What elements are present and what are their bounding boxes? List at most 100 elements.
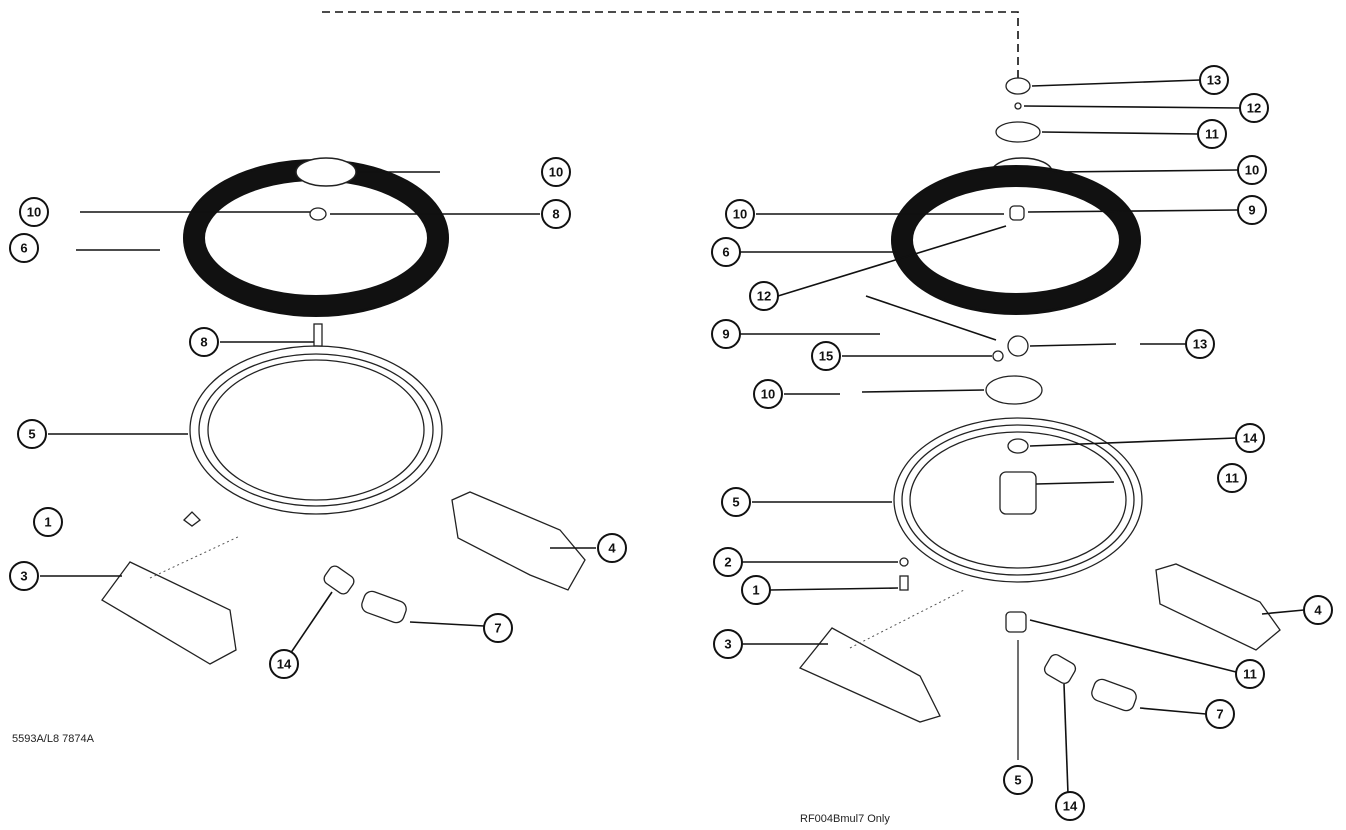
callout-left-14: 14 [269,649,299,679]
callout-left-8b: 8 [189,327,219,357]
lead-right-10d [861,389,985,393]
right-roller-ring-inner [909,431,1127,569]
svg-text:1: 1 [44,515,51,530]
right-motor-14 [1043,654,1077,684]
callout-right-9b: 9 [711,319,741,349]
right-dark-ring [891,165,1141,315]
callout-right-4: 4 [1303,595,1333,625]
svg-text:10: 10 [1245,163,1259,178]
right-coupling-11 [1005,611,1027,633]
svg-text:5: 5 [28,427,35,442]
callout-left-3: 3 [9,561,39,591]
left-bracket-4 [451,491,586,591]
right-bracket-3 [798,627,941,723]
callout-right-11: 11 [1197,119,1227,149]
svg-text:9: 9 [722,327,729,342]
right-pin-1 [899,575,909,591]
callout-left-8: 8 [541,199,571,229]
callout-right-1: 1 [741,575,771,605]
callout-right-6: 6 [711,237,741,267]
lead-right-14b [1063,683,1069,795]
svg-text:11: 11 [1225,471,1239,486]
callout-left-6: 6 [9,233,39,263]
lead-left-7 [409,621,485,627]
svg-text:2: 2 [724,555,731,570]
right-coupling-9 [1009,205,1025,221]
svg-text:10: 10 [549,165,563,180]
lead-right-4 [1261,609,1305,615]
left-coupling [309,207,327,221]
lead-right-7 [1139,707,1207,715]
callout-right-10b: 10 [725,199,755,229]
lead-right-12b [777,225,1007,297]
left-dark-ring [183,159,449,317]
svg-text:11: 11 [1205,127,1219,142]
dashed-connector-line [322,11,1019,80]
left-roller-ring-outer [189,345,443,515]
left-roller-ring-inner [207,359,425,501]
left-dotted-line [149,535,241,579]
svg-text:7: 7 [1216,707,1223,722]
lead-right-12c [865,295,997,341]
lead-right-10 [1053,169,1239,173]
svg-text:9: 9 [1248,203,1255,218]
callout-right-11: 11 [1217,463,1247,493]
callout-left-7: 7 [483,613,513,643]
svg-text:8: 8 [552,207,559,222]
callout-right-12b: 12 [749,281,779,311]
right-cap-13 [1005,77,1031,95]
svg-text:10: 10 [733,207,747,222]
callout-right-9: 9 [1237,195,1267,225]
callout-right-13: 13 [1199,65,1229,95]
callout-right-3: 3 [713,629,743,659]
left-motor-7 [361,590,407,624]
svg-text:12: 12 [757,289,771,304]
lead-right-11b [1029,619,1237,673]
right-ring-11 [995,121,1041,143]
svg-text:4: 4 [1314,603,1322,618]
svg-text:1: 1 [752,583,759,598]
left-coupler-small [183,511,201,527]
callout-left-1: 1 [33,507,63,537]
svg-text:5: 5 [1014,773,1021,788]
lead-right-11 [1035,481,1115,485]
right-pin-2 [899,557,909,567]
right-hub-10b [985,375,1043,405]
right-roller-ring-outer [893,417,1143,583]
callout-right-11b: 11 [1235,659,1265,689]
right-motor-7 [1091,678,1137,712]
callout-left-5: 5 [17,419,47,449]
callout-left-10b: 10 [19,197,49,227]
right-roller-ring-mid [901,424,1135,576]
svg-text:14: 14 [1063,799,1078,814]
callout-right-10c: 10 [753,379,783,409]
callout-right-5b: 5 [1003,765,1033,795]
left-bracket-3 [101,561,237,665]
callout-right-14: 14 [1235,423,1265,453]
left-roller-ring-mid [198,353,434,507]
svg-text:4: 4 [608,541,616,556]
left-motor-14 [323,565,355,595]
svg-text:3: 3 [20,569,27,584]
svg-text:6: 6 [722,245,729,260]
right-cap-13b [1007,335,1029,357]
right-washer-15 [992,350,1004,362]
svg-text:6: 6 [20,241,27,256]
callout-left-10: 10 [541,157,571,187]
left-hub [295,157,357,187]
left-assembly: 10 10 8 6 8 5 1 3 4 7 14 5593A/L8 7874A [9,157,627,745]
svg-text:10: 10 [27,205,41,220]
right-bracket-4 [1155,563,1281,651]
lead-left-14 [285,591,333,661]
right-washer-12 [1014,102,1022,110]
svg-text:15: 15 [819,349,833,364]
svg-text:5: 5 [732,495,739,510]
callout-right-13b: 13 [1185,329,1215,359]
callout-right-2: 2 [713,547,743,577]
callout-right-10: 10 [1237,155,1267,185]
svg-text:7: 7 [494,621,501,636]
right-center-14 [1007,438,1029,454]
lead-right-1 [769,587,899,591]
right-assembly: 13 12 11 10 10 9 6 12 9 15 13 10 14 11 5… [711,65,1333,825]
